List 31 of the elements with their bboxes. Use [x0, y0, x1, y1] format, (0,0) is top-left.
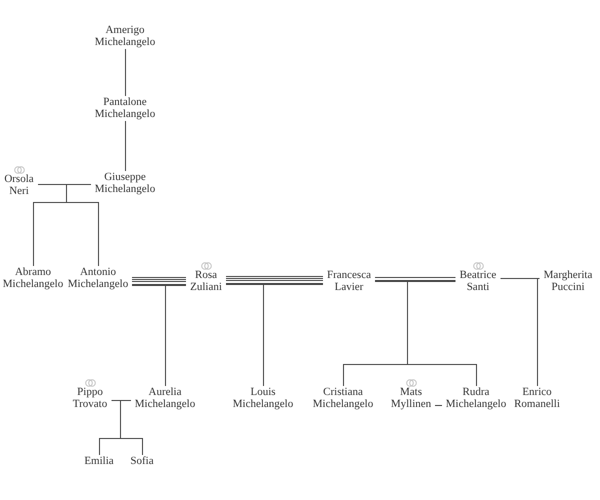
connector-line [120, 400, 143, 456]
connector-line [132, 277, 186, 286]
person-name: Emilia [84, 456, 114, 468]
person-name: Aurelia Michelangelo [133, 387, 197, 410]
connector-line [374, 277, 456, 282]
connector-line [66, 184, 99, 266]
person-name: Rudra Michelangelo [444, 387, 508, 410]
person-name: Abramo Michelangelo [1, 267, 65, 290]
person-name: Orsola Neri [2, 174, 36, 197]
person-name: Giuseppe Michelangelo [93, 172, 157, 195]
person-name: Mats Myllinen [389, 387, 433, 410]
person-name: Pantalone Michelangelo [93, 97, 157, 120]
person-name: Sofia [130, 456, 154, 468]
person-name: Beatrice Santi [458, 270, 498, 293]
person-name: Pippo Trovato [70, 387, 110, 410]
person-name: Rosa Zuliani [188, 270, 224, 293]
connector-line [226, 276, 324, 285]
person-name: Enrico Romanelli [512, 387, 562, 410]
connector-line [165, 284, 186, 386]
connector-line [125, 48, 126, 96]
connector-line [407, 280, 477, 386]
person-name: Francesca Lavier [325, 270, 373, 293]
person-name: Amerigo Michelangelo [93, 25, 157, 48]
connector-line [263, 284, 324, 386]
person-name: Margherita Puccini [542, 270, 594, 293]
person-name: Cristiana Michelangelo [311, 387, 375, 410]
person-name: Louis Michelangelo [231, 387, 295, 410]
person-name: Antonio Michelangelo [66, 267, 130, 290]
connector-line [125, 120, 126, 172]
connector-line [537, 278, 540, 386]
connector-line [434, 405, 442, 406]
